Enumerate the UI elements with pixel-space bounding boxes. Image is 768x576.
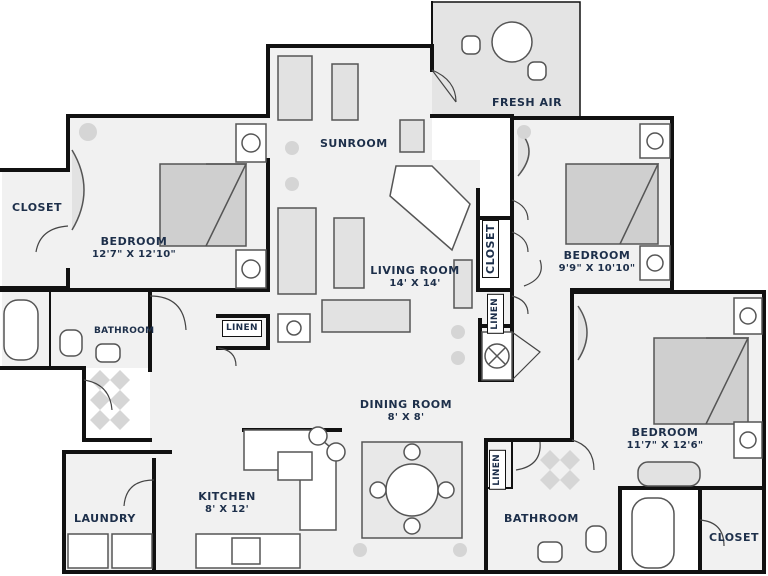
- sunroom-label: SUNROOM: [320, 137, 388, 150]
- bedroom-1-name: BEDROOM: [100, 235, 168, 248]
- living-room-name: LIVING ROOM: [370, 264, 460, 277]
- bedroom-3-name: BEDROOM: [631, 426, 699, 439]
- closet-left-floor: [2, 170, 70, 288]
- bedroom-2-size: 9'9" X 10'10": [558, 263, 636, 274]
- linen-center-label: LINEN: [487, 294, 504, 334]
- bedroom-3-label: BEDROOM 11'7" X 12'6": [618, 426, 712, 452]
- linen-bath-label: LINEN: [489, 450, 506, 490]
- linen-hall-label: LINEN: [222, 320, 262, 337]
- kitchen-size: 8' X 12': [204, 504, 250, 515]
- bedroom-2-label: BEDROOM 9'9" X 10'10": [552, 249, 642, 275]
- dining-room-name: DINING ROOM: [359, 398, 453, 411]
- fresh-air-label: FRESH AIR: [492, 96, 563, 109]
- kitchen-name: KITCHEN: [198, 490, 256, 503]
- closet-left-label: CLOSET: [12, 201, 62, 214]
- closet-right-label: CLOSET: [709, 531, 759, 544]
- furniture: [3, 21, 763, 569]
- closet-center-label: CLOSET: [482, 220, 499, 278]
- doors: [35, 69, 725, 547]
- living-room-size: 14' X 14': [389, 278, 441, 289]
- closet-right-floor: [700, 488, 762, 570]
- bedroom-1-size: 12'7" X 12'10": [91, 249, 177, 260]
- bedroom-2-name: BEDROOM: [563, 249, 631, 262]
- bedroom-1-label: BEDROOM 12'7" X 12'10": [84, 235, 184, 261]
- bathroom-small-label: BATHROOM: [94, 326, 155, 336]
- laundry-label: LAUNDRY: [74, 512, 136, 525]
- kitchen-label: KITCHEN 8' X 12': [192, 490, 262, 516]
- bathroom-main-label: BATHROOM: [504, 512, 579, 525]
- tile-pattern: [90, 370, 580, 490]
- bedroom-3-size: 11'7" X 12'6": [626, 440, 704, 451]
- light-fixtures: [79, 123, 531, 557]
- dining-room-size: 8' X 8': [387, 412, 425, 423]
- living-room-label: LIVING ROOM 14' X 14': [360, 264, 470, 290]
- dining-room-label: DINING ROOM 8' X 8': [356, 398, 456, 424]
